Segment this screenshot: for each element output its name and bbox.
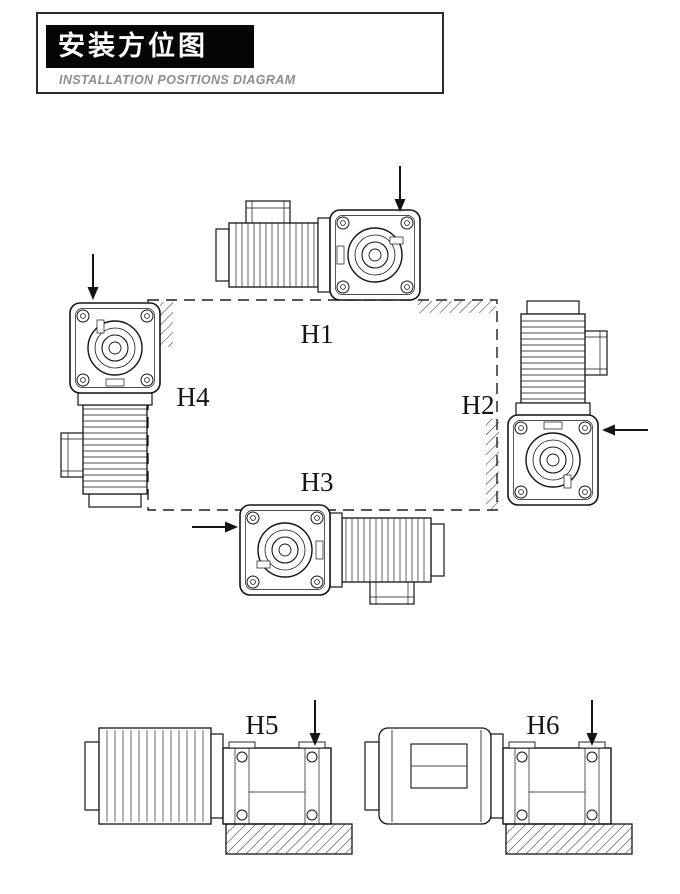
mount-arrow-h4 <box>86 253 100 301</box>
label-h6: H6 <box>527 710 560 740</box>
title-box: 安装方位图 <box>46 25 254 68</box>
mounting-surface-hatch-right <box>486 419 499 509</box>
header-frame: 安装方位图 INSTALLATION POSITIONS DIAGRAM <box>36 12 444 94</box>
mount-arrow-h2 <box>601 423 649 437</box>
label-h3: H3 <box>301 467 334 497</box>
label-h2: H2 <box>462 390 495 420</box>
gearmotor-drawing <box>508 301 607 505</box>
label-h4: H4 <box>177 382 210 412</box>
label-h1: H1 <box>301 319 334 349</box>
mount-arrow-h1 <box>393 165 407 213</box>
assembly-h4-gearmotor <box>61 303 160 507</box>
assembly-h3-gearmotor <box>240 505 444 604</box>
motor-drawing <box>364 727 504 825</box>
mount-arrow-h3 <box>191 520 239 534</box>
gearmotor-drawing <box>61 303 160 507</box>
hatched-base <box>505 823 633 855</box>
label-h5: H5 <box>246 710 279 740</box>
gearbox-drawing <box>222 741 332 825</box>
hatched-base <box>225 823 353 855</box>
gearmotor-drawing <box>240 505 444 604</box>
assembly-h6-gearmotor <box>364 727 633 855</box>
assembly-h1-gearmotor <box>216 201 420 300</box>
gearbox-drawing <box>502 741 612 825</box>
mount-arrow-h5 <box>308 699 322 747</box>
assembly-h2-gearmotor <box>508 301 607 505</box>
page-subtitle: INSTALLATION POSITIONS DIAGRAM <box>59 73 296 87</box>
mount-arrow-h6 <box>585 699 599 747</box>
mounting-surface-hatch-top <box>418 301 496 313</box>
assembly-h5-gearmotor <box>84 727 353 855</box>
mounting-surface-hatch-left <box>160 302 173 347</box>
gearmotor-drawing <box>216 201 420 300</box>
page-title: 安装方位图 <box>58 31 208 61</box>
motor-drawing <box>84 727 224 825</box>
